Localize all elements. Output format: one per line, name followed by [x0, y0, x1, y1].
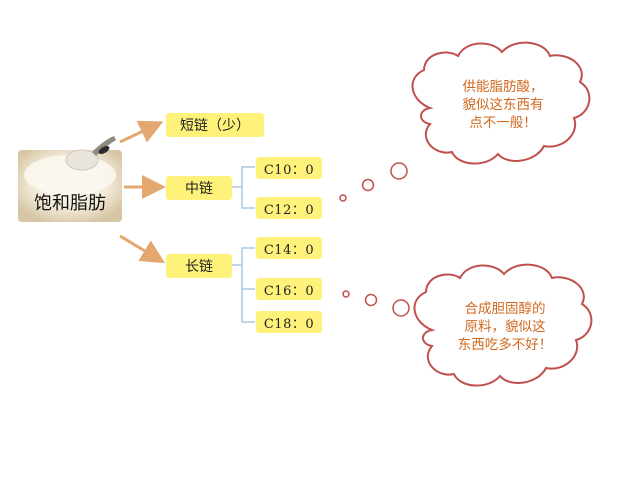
thought-dot — [342, 290, 350, 298]
thought-cloud-long — [413, 263, 593, 387]
fatty-acid-box-c10: C10：0 — [256, 157, 322, 179]
fatty-acid-box-c16: C16：0 — [256, 278, 322, 300]
short-chain-label: 短链（少） — [180, 118, 250, 134]
thought-line: 原料，貌似这 — [464, 319, 546, 335]
fatty-acid-box-c14: C14：0 — [256, 237, 322, 259]
short-chain-box: 短链（少） — [166, 113, 264, 137]
fatty-acid-label: C12：0 — [263, 202, 315, 218]
arrow-to-long — [119, 234, 166, 264]
arrow-to-short — [119, 120, 164, 144]
main-label: 饱和脂肪 — [34, 193, 106, 214]
fatty-acid-label: C16：0 — [263, 283, 315, 299]
long-chain-label: 长链 — [185, 259, 213, 275]
yogurt-spoon-icon — [18, 136, 122, 222]
fatty-acid-label: C18：0 — [263, 316, 315, 332]
thought-text-medium: 供能脂肪酸， 貌似这东西有 点不一般！ — [428, 78, 578, 132]
thought-line: 貌似这东西有 — [462, 97, 544, 113]
thought-line: 供能脂肪酸， — [462, 79, 544, 95]
thought-dot — [361, 178, 375, 192]
medium-bracket — [232, 166, 255, 209]
fatty-acid-label: C14：0 — [263, 242, 315, 258]
fatty-acid-box-c12: C12：0 — [256, 197, 322, 219]
fatty-acid-label: C10：0 — [263, 162, 315, 178]
thought-cloud-medium — [411, 41, 591, 165]
medium-chain-box: 中链 — [166, 176, 232, 200]
thought-line: 点不一般！ — [469, 115, 537, 131]
thought-dot — [364, 293, 378, 307]
thought-dot — [339, 194, 347, 202]
thought-dot — [390, 162, 408, 180]
thought-line: 东西吃多不好！ — [457, 337, 553, 353]
fatty-acid-box-c18: C18：0 — [256, 311, 322, 333]
medium-chain-label: 中链 — [185, 181, 213, 197]
thought-text-long: 合成胆固醇的 原料，貌似这 东西吃多不好！ — [430, 300, 580, 354]
long-chain-box: 长链 — [166, 254, 232, 278]
thought-line: 合成胆固醇的 — [464, 301, 546, 317]
long-bracket — [232, 247, 255, 323]
thought-dot — [392, 299, 410, 317]
